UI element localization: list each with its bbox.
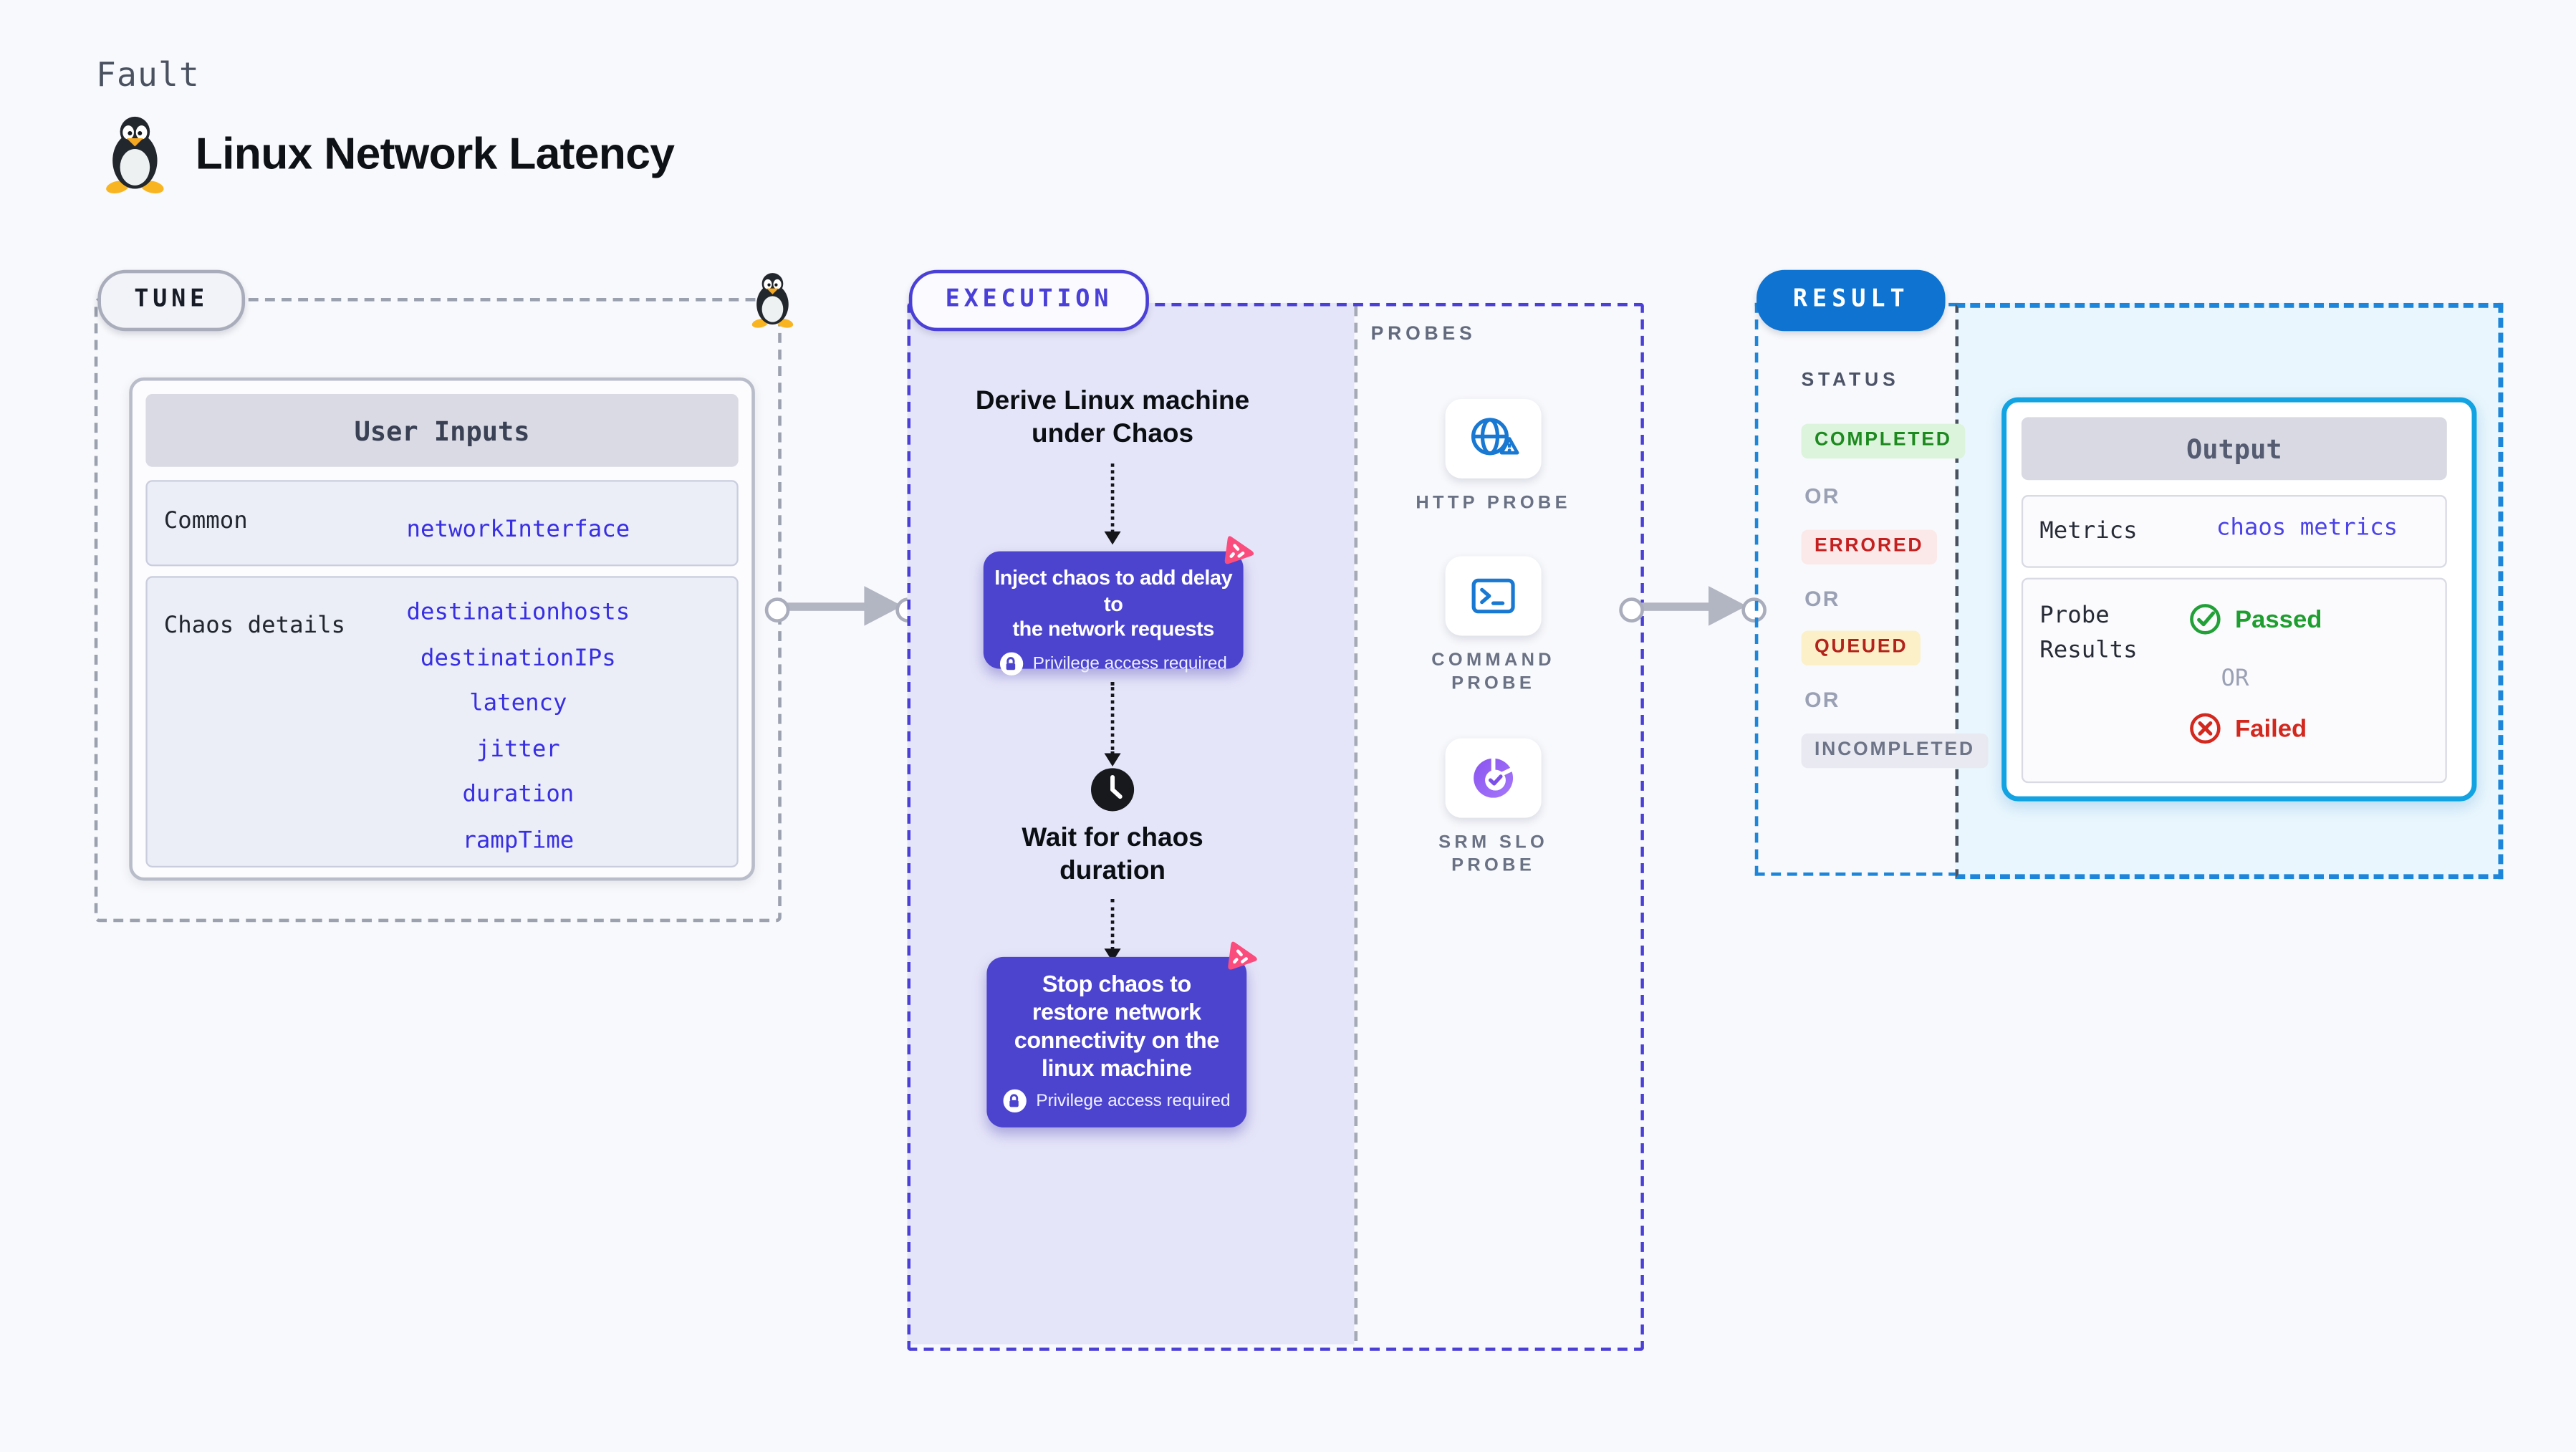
status-badge-incompleted: INCOMPLETED bbox=[1801, 733, 1989, 769]
flow-arrow-down-icon bbox=[1104, 898, 1121, 962]
result-badge: RESULT bbox=[1756, 269, 1946, 332]
metrics-label: Metrics bbox=[2039, 518, 2138, 545]
or-separator: OR bbox=[1804, 483, 1840, 509]
flow-arrow-down-icon bbox=[1104, 463, 1121, 545]
chaos-hub-icon bbox=[1228, 941, 1257, 970]
user-inputs-header: User Inputs bbox=[145, 394, 739, 467]
or-separator: OR bbox=[1804, 687, 1840, 712]
user-inputs-card: User Inputs Common networkInterface Chao… bbox=[129, 377, 755, 881]
probe-result-passed: Passed bbox=[2188, 602, 2322, 635]
or-separator: OR bbox=[1804, 586, 1840, 611]
row-values: networkInterface bbox=[406, 516, 630, 544]
metrics-value: chaos metrics bbox=[2216, 514, 2398, 542]
step-inject-chaos: Inject chaos to add delay to the network… bbox=[983, 551, 1244, 675]
page-title: Linux Network Latency bbox=[195, 129, 675, 179]
lock-icon bbox=[999, 651, 1023, 675]
probe-label-command: COMMAND PROBE bbox=[1431, 650, 1555, 694]
row-label: Chaos details bbox=[163, 612, 346, 640]
status-header: STATUS bbox=[1801, 370, 1900, 391]
step-stop-chaos: Stop chaos to restore network connectivi… bbox=[986, 956, 1247, 1128]
probes-header: PROBES bbox=[1370, 324, 1476, 345]
probes-separator bbox=[1354, 306, 1358, 1341]
probe-label-http: HTTP PROBE bbox=[1416, 493, 1571, 514]
status-badge-errored: ERRORED bbox=[1801, 529, 1937, 565]
output-header: Output bbox=[2021, 417, 2447, 481]
globe-alert-icon bbox=[1471, 418, 1519, 456]
execution-badge: EXECUTION bbox=[908, 269, 1150, 332]
step-stop-chaos-label: Stop chaos to restore network connectivi… bbox=[1014, 970, 1220, 1082]
probe-label-srm-slo: SRM SLO PROBE bbox=[1438, 832, 1549, 876]
probe-card-http bbox=[1445, 398, 1542, 479]
output-row-metrics: Metrics chaos metrics bbox=[2021, 495, 2447, 568]
row-values: destinationhosts destinationIPs latency … bbox=[406, 599, 630, 854]
status-badge-queued: QUEUED bbox=[1801, 630, 1921, 666]
tux-penguin-icon bbox=[751, 273, 794, 328]
output-card: Output Metrics chaos metrics Probe Resul… bbox=[2001, 397, 2477, 802]
chaos-hub-icon bbox=[1224, 536, 1254, 564]
row-label: Common bbox=[163, 508, 248, 535]
privilege-note: Privilege access required bbox=[984, 651, 1244, 675]
output-row-probe-results: Probe Results Passed OR Failed bbox=[2021, 577, 2447, 784]
fault-kicker: Fault bbox=[96, 54, 200, 95]
lock-icon bbox=[1003, 1089, 1027, 1113]
status-badge-completed: COMPLETED bbox=[1801, 423, 1966, 459]
check-circle-icon bbox=[2190, 604, 2221, 635]
terminal-icon bbox=[1471, 578, 1515, 614]
probe-card-command bbox=[1445, 556, 1542, 636]
x-circle-icon bbox=[2190, 713, 2221, 744]
slo-donut-icon bbox=[1474, 756, 1514, 798]
or-separator: OR bbox=[2221, 665, 2249, 693]
tux-penguin-icon bbox=[106, 116, 164, 193]
execution-flow-background bbox=[907, 302, 1355, 1345]
probe-result-failed: Failed bbox=[2188, 712, 2307, 745]
table-row-chaos-details: Chaos details destinationhosts destinati… bbox=[145, 576, 739, 868]
step-inject-chaos-label: Inject chaos to add delay to the network… bbox=[994, 566, 1233, 641]
privilege-note: Privilege access required bbox=[986, 1089, 1246, 1113]
flow-arrow-down-icon bbox=[1104, 682, 1121, 767]
probe-results-label: Probe Results bbox=[2039, 602, 2138, 664]
probe-card-srm-slo bbox=[1445, 738, 1542, 818]
step-wait-duration: Wait for chaos duration bbox=[1022, 824, 1203, 885]
clock-icon bbox=[1091, 768, 1135, 812]
step-derive-machine: Derive Linux machine under Chaos bbox=[975, 387, 1250, 448]
table-row-common: Common networkInterface bbox=[145, 480, 739, 567]
execution-section-outline bbox=[907, 302, 1644, 1351]
tune-badge: TUNE bbox=[97, 269, 245, 332]
